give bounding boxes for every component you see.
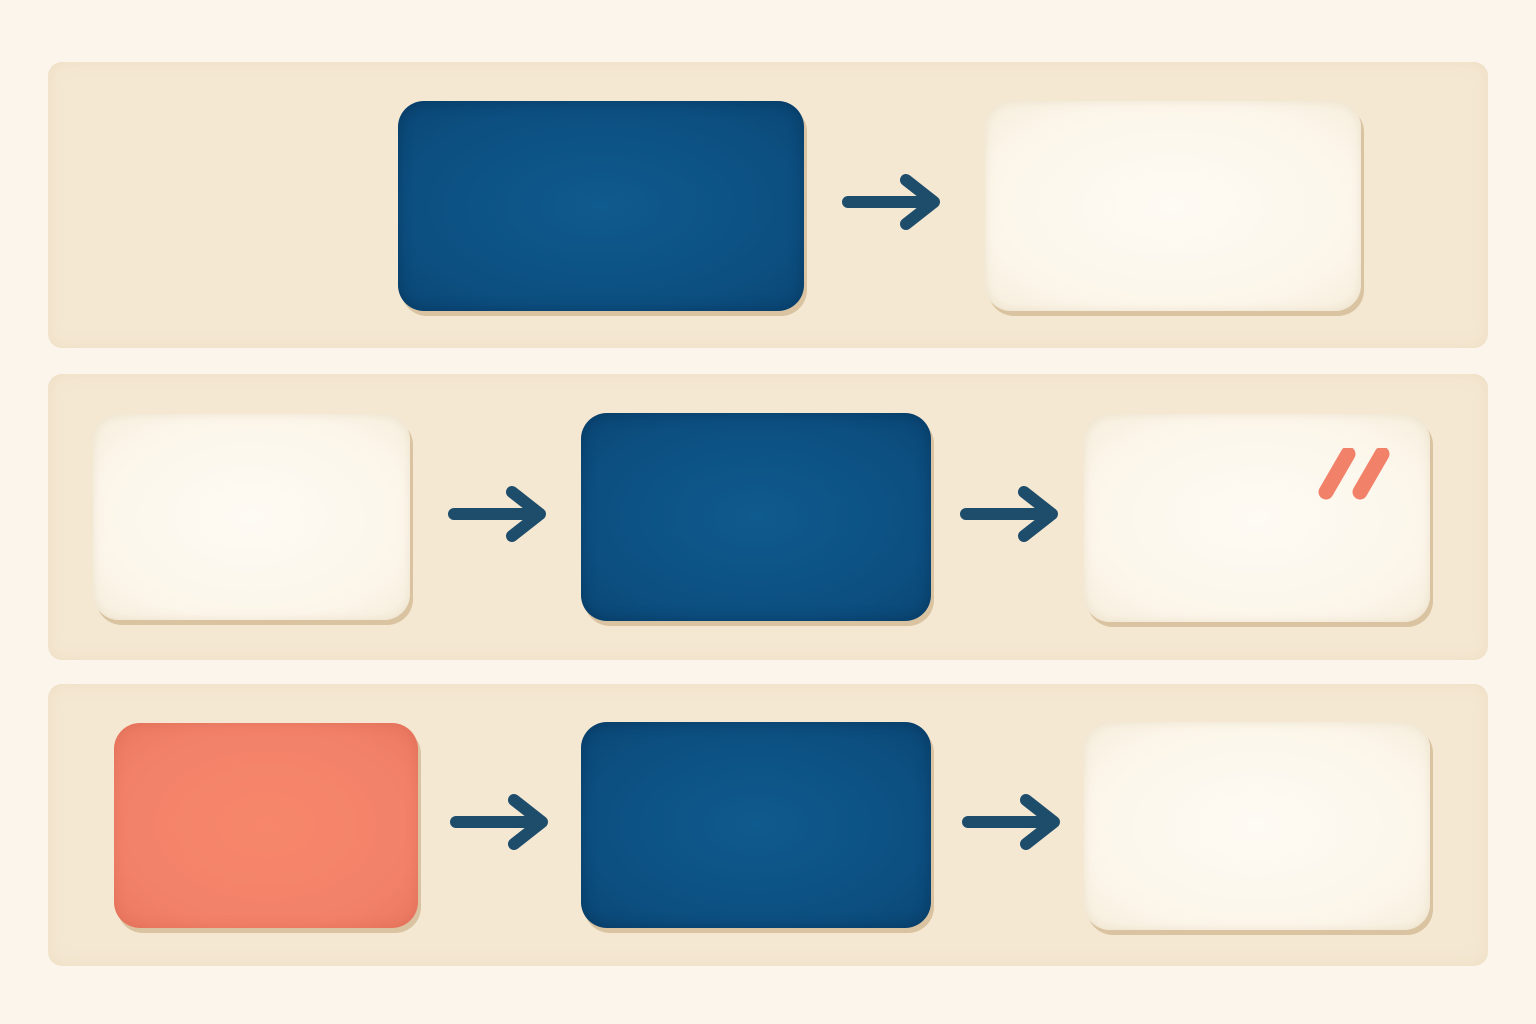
row-2-node-3 [1084, 414, 1430, 622]
row-3-node-2 [581, 722, 931, 928]
quote-mark-icon [1318, 446, 1402, 508]
row-2-node-1 [93, 414, 410, 620]
row-2-right-arrow-icon-2 [960, 484, 1060, 544]
row-3-right-arrow-icon-1 [450, 792, 550, 852]
row-3-right-arrow-icon-2 [962, 792, 1062, 852]
row-1-node-1 [398, 101, 804, 311]
row-1-node-2 [985, 101, 1361, 311]
row-3-node-3 [1084, 722, 1430, 930]
row-3-node-1 [114, 723, 418, 928]
row-1-right-arrow-icon [842, 172, 942, 232]
row-2-right-arrow-icon-1 [448, 484, 548, 544]
row-2-node-2 [581, 413, 931, 621]
